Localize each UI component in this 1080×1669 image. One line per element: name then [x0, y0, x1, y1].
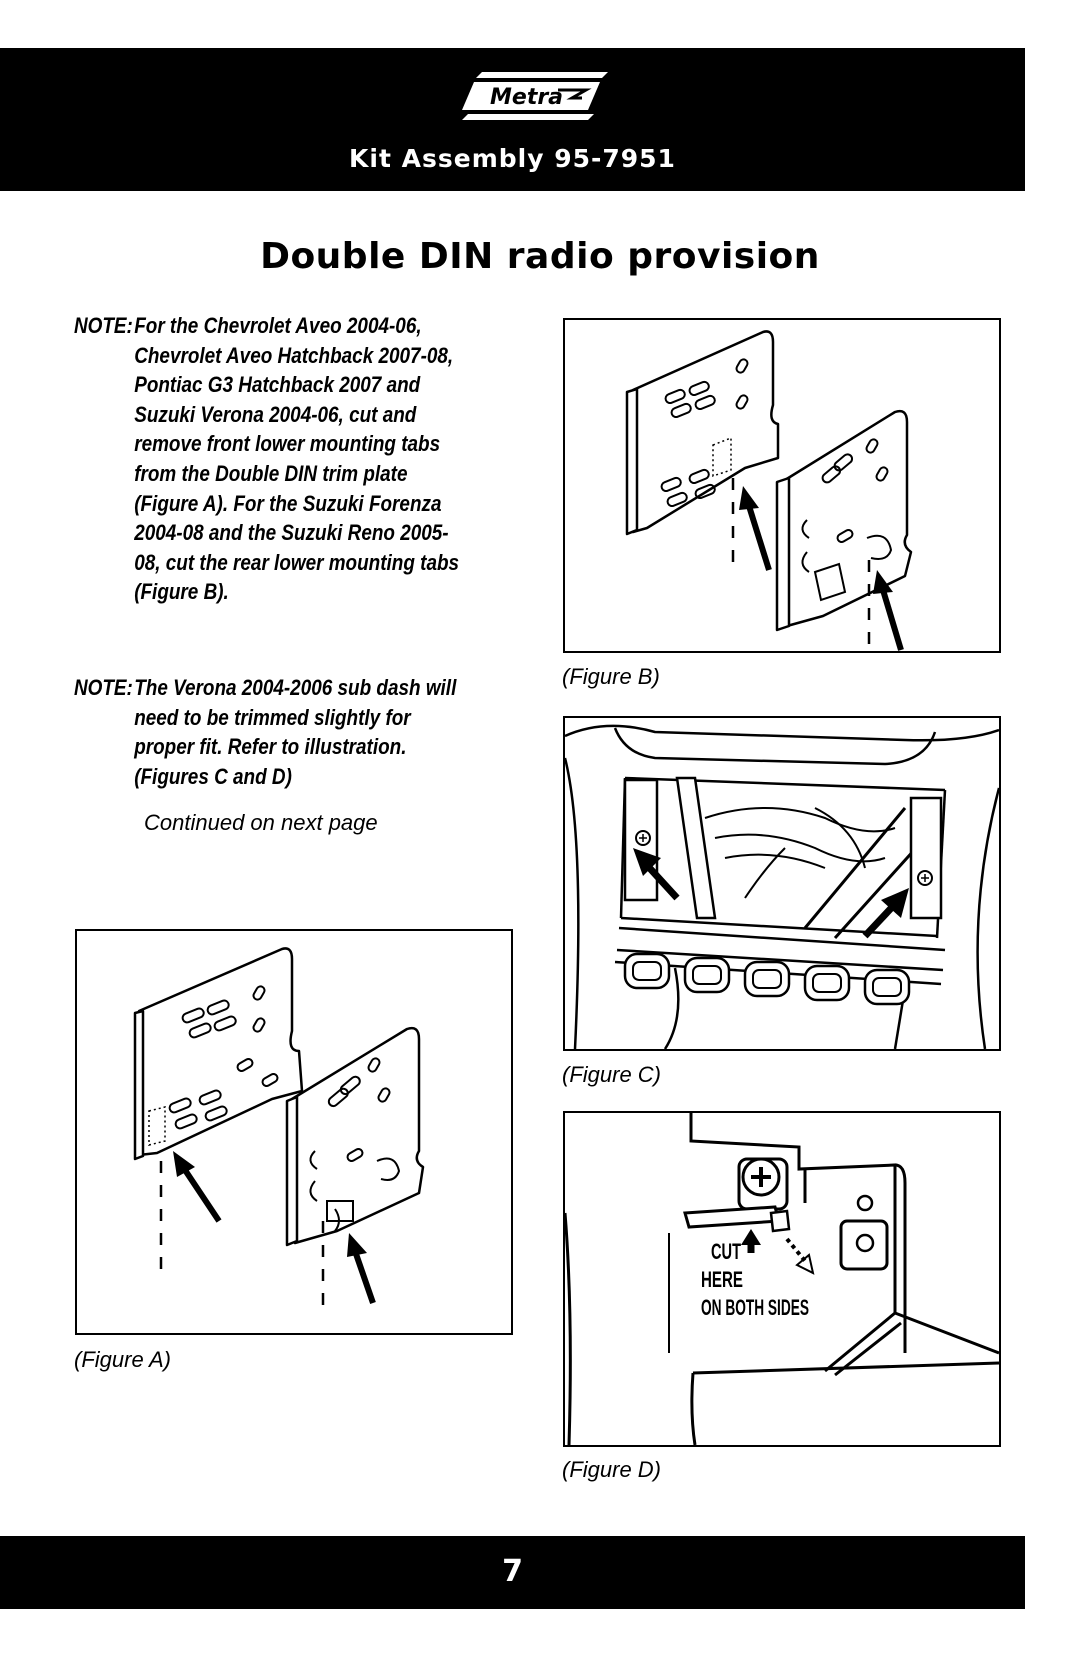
figure-a	[75, 929, 513, 1335]
note-text: For the Chevrolet Aveo 2004-06, Chevrole…	[134, 313, 460, 605]
figure-d-caption: (Figure D)	[562, 1457, 662, 1482]
figure-b-illustration	[625, 330, 913, 651]
note-label: NOTE:	[74, 313, 133, 338]
figure-d-illustration: CUT HERE ON BOTH SIDES	[565, 1113, 999, 1445]
figure-a-caption: (Figure A)	[74, 1347, 171, 1372]
continued-text: Continued on next page	[144, 810, 378, 835]
figure-b-caption: (Figure B)	[562, 664, 660, 689]
header-bar: Metra Kit Assembly 95-7951	[0, 48, 1025, 191]
figure-d: CUT HERE ON BOTH SIDES	[563, 1111, 1001, 1447]
note-1: NOTE: For the Chevrolet Aveo 2004-06, Ch…	[74, 311, 461, 607]
metra-logo: Metra	[460, 70, 608, 131]
note-label: NOTE:	[74, 675, 133, 700]
footer-bar: 7	[0, 1536, 1025, 1609]
figure-a-illustration	[133, 947, 425, 1311]
callout-cut: CUT	[711, 1239, 741, 1264]
page-number: 7	[502, 1554, 523, 1589]
page-title: Double DIN radio provision	[260, 236, 820, 277]
callout-here: HERE	[701, 1267, 743, 1292]
note-2: NOTE: The Verona 2004-2006 sub dash will…	[74, 673, 461, 791]
figure-b	[563, 318, 1001, 653]
figure-c-caption: (Figure C)	[562, 1062, 662, 1087]
kit-title: Kit Assembly 95-7951	[349, 144, 676, 173]
svg-text:Metra: Metra	[490, 85, 563, 110]
note-text: The Verona 2004-2006 sub dash will need …	[134, 675, 457, 789]
figure-c	[563, 716, 1001, 1051]
callout-both-sides: ON BOTH SIDES	[701, 1295, 809, 1320]
figure-c-illustration	[565, 724, 999, 1049]
